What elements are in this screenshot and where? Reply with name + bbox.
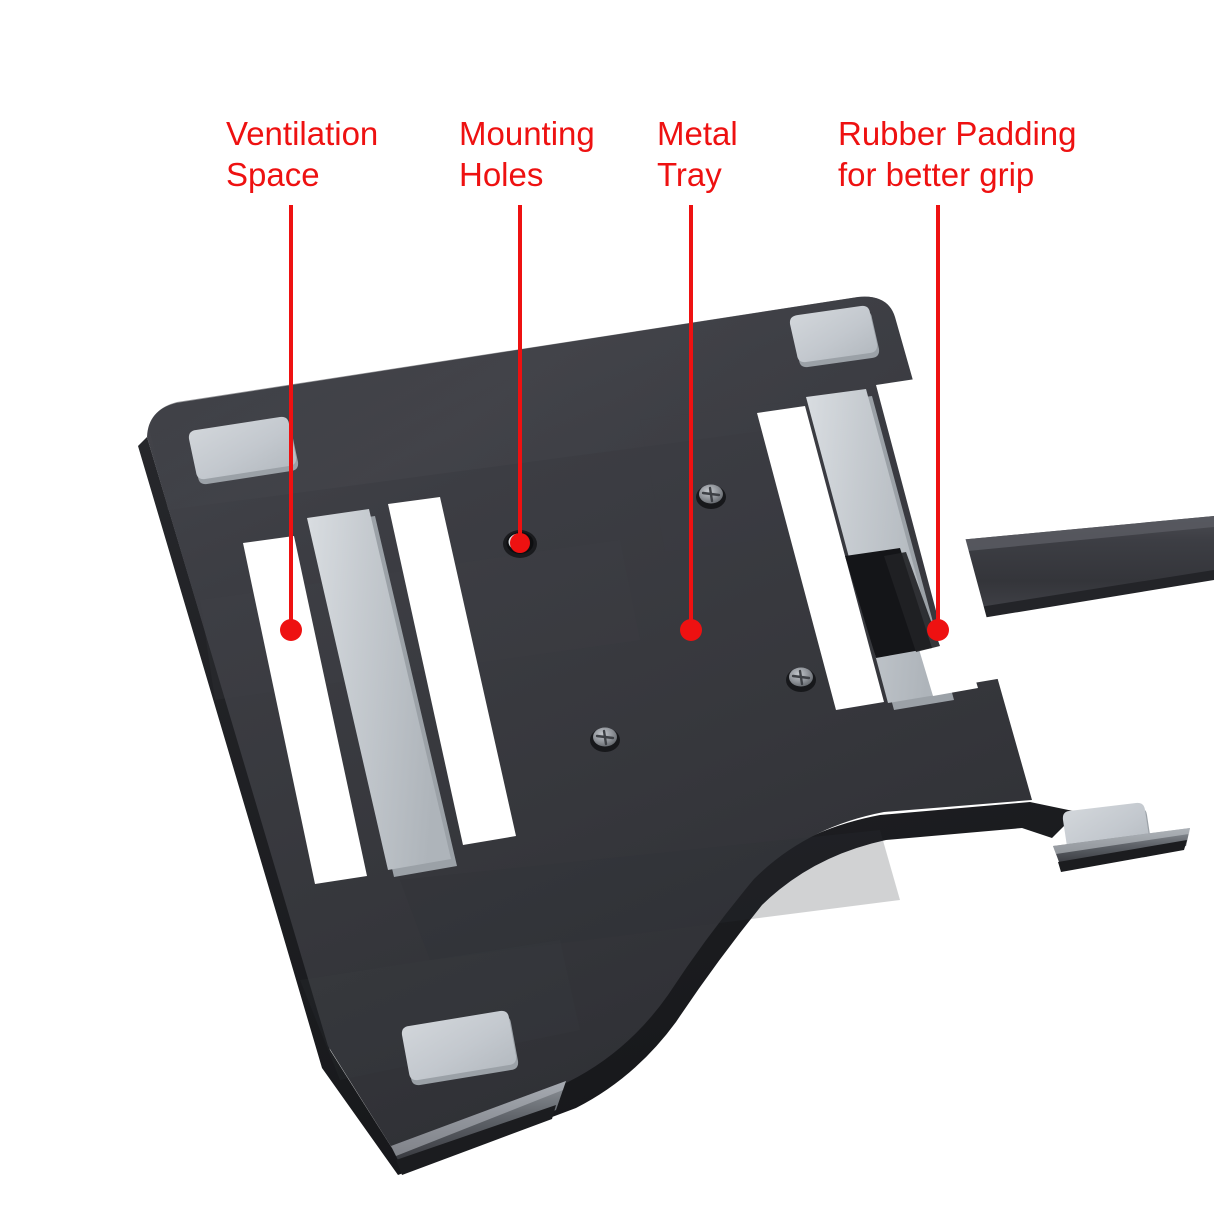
mounting-hole (503, 530, 537, 558)
callout-line: Space (226, 156, 320, 193)
callout-label-rubber-padding: Rubber Padding for better grip (838, 113, 1077, 195)
vent-slot-group-left (243, 497, 516, 884)
front-lip-left (391, 1081, 566, 1175)
callout-line: Metal (657, 115, 738, 152)
rubber-pad-top-left (188, 416, 299, 485)
callout-line: for better grip (838, 156, 1035, 193)
screw-right (786, 667, 816, 692)
callout-line: Holes (459, 156, 544, 193)
front-lip-right (1053, 828, 1190, 872)
screw-lower (590, 727, 620, 752)
callout-line: Tray (657, 156, 722, 193)
screw-upper (696, 484, 726, 509)
joint-shadow-gap (845, 548, 940, 658)
rubber-pad-top-right (789, 305, 880, 368)
callout-line: Rubber Padding (838, 115, 1077, 152)
callout-line: Mounting (459, 115, 595, 152)
callout-line: Ventilation (226, 115, 379, 152)
rubber-pad-strip-left (307, 509, 457, 877)
rubber-pad-bottom-left (401, 1010, 519, 1086)
